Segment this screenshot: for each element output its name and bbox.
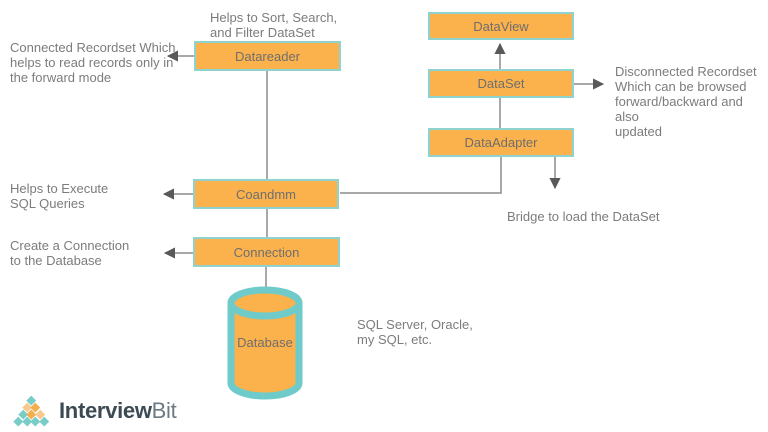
node-command: Coandmm xyxy=(193,179,339,209)
note-connection: Create a Connection to the Database xyxy=(10,238,130,268)
node-connection: Connection xyxy=(193,237,340,267)
node-dataview: DataView xyxy=(428,12,574,40)
note-disconnected-recordset: Disconnected Recordset Which can be brow… xyxy=(615,64,757,139)
node-dataadapter: DataAdapter xyxy=(428,128,574,157)
note-connected-recordset: Connected Recordset Which helps to read … xyxy=(10,40,176,85)
node-datareader: Datareader xyxy=(194,41,341,71)
database-cylinder xyxy=(227,286,303,400)
note-datareader: Helps to Sort, Search, and Filter DataSe… xyxy=(210,10,338,40)
note-database-examples: SQL Server, Oracle, my SQL, etc. xyxy=(357,317,473,347)
interviewbit-logo-icon xyxy=(13,395,52,426)
brand-name-bold: Interview xyxy=(59,398,152,423)
interviewbit-logo: InterviewBit xyxy=(13,395,177,426)
brand-name-light: Bit xyxy=(151,398,177,423)
node-database-label: Database xyxy=(237,335,293,350)
note-bridge: Bridge to load the DataSet xyxy=(507,209,660,224)
interviewbit-logo-text: InterviewBit xyxy=(59,398,177,424)
note-command: Helps to Execute SQL Queries xyxy=(10,181,109,211)
node-dataset: DataSet xyxy=(428,69,574,98)
connector-dataadapter-command xyxy=(340,157,502,194)
